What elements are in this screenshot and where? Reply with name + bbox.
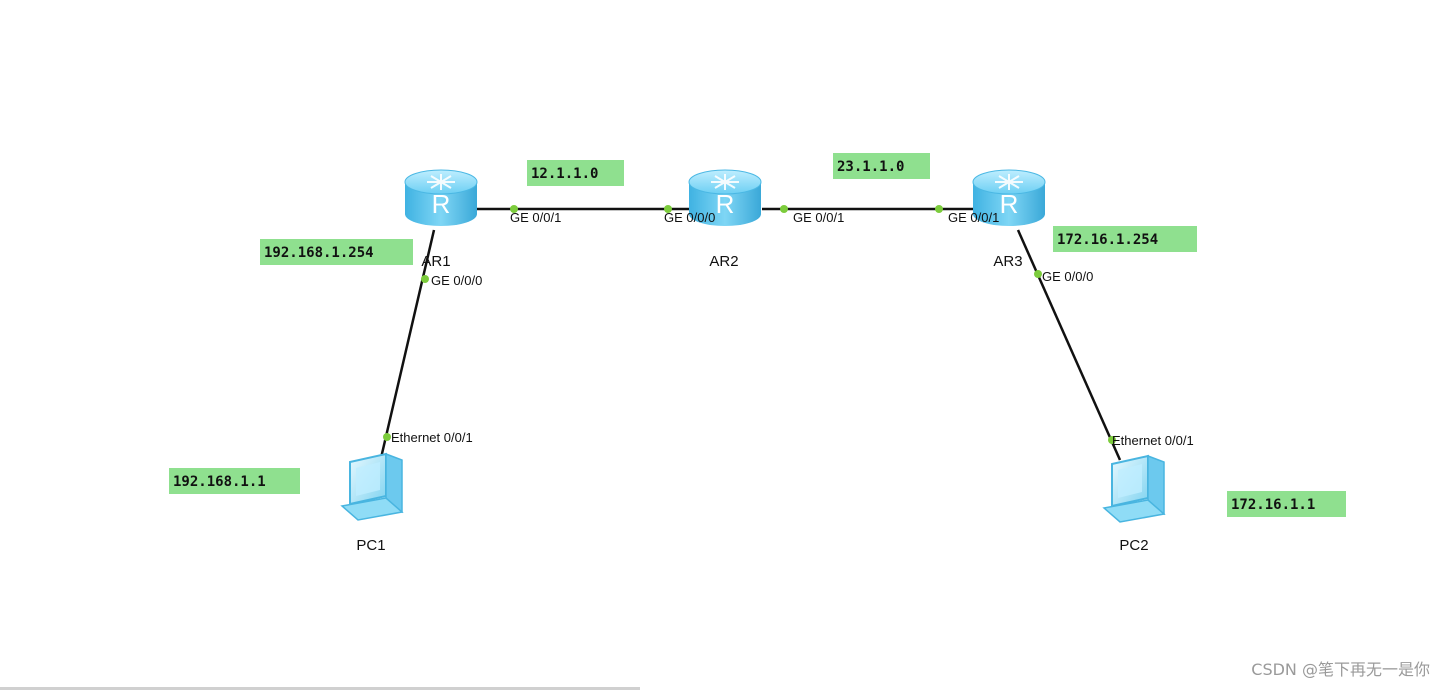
links — [379, 207, 1122, 461]
note-192-168-1-254[interactable]: 192.168.1.254 — [260, 239, 413, 265]
device-label-ar2: AR2 — [709, 253, 738, 270]
pc-pc2[interactable] — [1103, 455, 1165, 523]
device-label-pc2: PC2 — [1119, 537, 1148, 554]
note-172-16-1-1[interactable]: 172.16.1.1 — [1227, 491, 1346, 517]
note-text: 23.1.1.0 — [837, 159, 904, 175]
port-label-ar2-ge000: GE 0/0/0 — [664, 210, 715, 225]
note-23-1-1-0[interactable]: 23.1.1.0 — [833, 153, 930, 179]
note-172-16-1-254[interactable]: 172.16.1.254 — [1053, 226, 1197, 252]
device-label-ar1: AR1 — [421, 253, 450, 270]
pc-icon — [341, 453, 403, 521]
port-label-ar3-ge000: GE 0/0/0 — [1042, 269, 1093, 284]
port-dots — [383, 205, 1116, 444]
port-label-ar2-ge001: GE 0/0/1 — [793, 210, 844, 225]
port-label-pc1-eth001: Ethernet 0/0/1 — [391, 430, 473, 445]
note-text: 172.16.1.254 — [1057, 232, 1158, 248]
device-label-ar3: AR3 — [993, 253, 1022, 270]
port-dot — [383, 433, 391, 441]
port-dot — [780, 205, 788, 213]
pc-icon — [1103, 455, 1165, 523]
port-dot — [510, 205, 518, 213]
note-192-168-1-1[interactable]: 192.168.1.1 — [169, 468, 300, 494]
port-dot — [1108, 436, 1116, 444]
note-text: 192.168.1.254 — [264, 245, 374, 261]
port-dot — [1034, 270, 1042, 278]
note-text: 172.16.1.1 — [1231, 497, 1315, 513]
port-label-ar3-ge001: GE 0/0/1 — [948, 210, 999, 225]
port-dot — [421, 275, 429, 283]
router-ar1[interactable] — [404, 169, 478, 227]
watermark: CSDN @笔下再无一是你 — [1251, 660, 1430, 679]
note-text: 12.1.1.0 — [531, 166, 598, 182]
port-dot — [664, 205, 672, 213]
link-ar3-pc2[interactable] — [1016, 229, 1122, 461]
port-dot — [935, 205, 943, 213]
address-notes: 12.1.1.0 23.1.1.0 192.168.1.254 172.16.1… — [169, 153, 1346, 517]
link-ar1-pc1[interactable] — [379, 229, 436, 459]
divider — [0, 687, 640, 690]
port-label-ar1-ge001: GE 0/0/1 — [510, 210, 561, 225]
port-label-ar1-ge000: GE 0/0/0 — [431, 273, 482, 288]
port-labels: GE 0/0/1 GE 0/0/0 GE 0/0/1 GE 0/0/1 GE 0… — [391, 210, 1194, 448]
port-label-pc2-eth001: Ethernet 0/0/1 — [1112, 433, 1194, 448]
note-12-1-1-0[interactable]: 12.1.1.0 — [527, 160, 624, 186]
note-text: 192.168.1.1 — [173, 474, 266, 490]
pc-pc1[interactable] — [341, 453, 403, 521]
router-icon — [404, 169, 478, 227]
device-label-pc1: PC1 — [356, 537, 385, 554]
device-labels: AR1 AR2 AR3 PC1 PC2 — [356, 253, 1148, 554]
